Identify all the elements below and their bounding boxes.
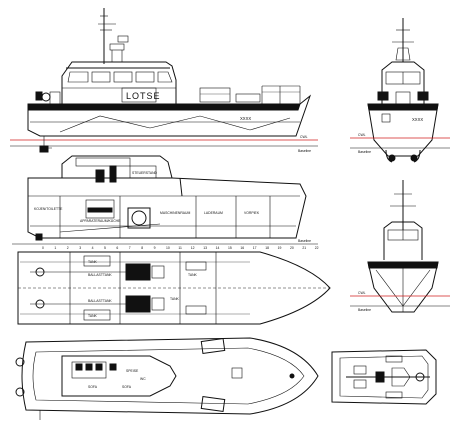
frame-number: 15 — [228, 246, 232, 250]
profile-baseline-label: Baseline — [298, 239, 311, 243]
frame-number: 2 — [67, 246, 69, 250]
tank-label-3: TANK — [188, 273, 198, 277]
compartment-label-5: LADERAUM — [204, 211, 223, 215]
side-bow-marking: XXXX — [240, 116, 251, 121]
frame-number: 20 — [290, 246, 294, 250]
front-lower-waterline-label: CWL — [358, 291, 366, 295]
frame-number: 18 — [265, 246, 269, 250]
frame-number: 22 — [315, 246, 319, 250]
front-view-lower: CWL Baseline — [350, 180, 450, 313]
front-view-upper: XXXX CWL Baseline — [350, 18, 450, 163]
wheelhouse-roof-plan — [331, 349, 437, 405]
frame-number: 19 — [278, 246, 282, 250]
deck-label-3: SOFA — [122, 385, 132, 389]
side-elevation: LOTSE XXXX CWL Baseline — [10, 8, 318, 153]
frame-number: 7 — [129, 246, 131, 250]
compartment-label-4: MASCHINENRAUM — [160, 211, 191, 215]
tank-label-5: TANK — [170, 297, 180, 301]
deck-label-1: SPEISE — [126, 369, 139, 373]
front-lower-baseline-label: Baseline — [358, 308, 371, 312]
frame-number: 16 — [240, 246, 244, 250]
front-bow-marking: XXXX — [412, 117, 423, 122]
deck-plan: SPEISE SOFA SOFA WC — [15, 337, 319, 420]
compartment-label-2: STEUERSTAND — [132, 171, 158, 175]
front-baseline-label: Baseline — [358, 150, 371, 154]
compartment-label-3: APPARATERAUM/KÜCHE — [80, 219, 121, 223]
frame-number: 9 — [154, 246, 156, 250]
frame-number: 6 — [116, 246, 118, 250]
frame-number: 21 — [302, 246, 306, 250]
frame-number: 17 — [253, 246, 257, 250]
frame-number: 5 — [104, 246, 106, 250]
frame-number: 13 — [203, 246, 207, 250]
tank-label-2: BALLASTTANK — [88, 273, 112, 277]
longitudinal-section: STEUERSTAND KOJEN/TOILETTE APPARATERAUM/… — [12, 155, 319, 250]
frame-number: 12 — [191, 246, 195, 250]
compartment-label-1: KOJEN/TOILETTE — [34, 207, 63, 211]
frame-number: 0 — [42, 246, 44, 250]
frame-number: 10 — [166, 246, 170, 250]
compartment-label-6: VORPIEK — [244, 211, 260, 215]
tank-plan-view: TANK BALLASTTANK TANK BALLASTTANK TANK T… — [17, 251, 331, 325]
frame-number: 14 — [216, 246, 220, 250]
frame-number: 8 — [141, 246, 143, 250]
front-waterline-label: CWL — [358, 133, 366, 137]
tank-label-1: TANK — [88, 260, 98, 264]
side-baseline-label: Baseline — [298, 149, 311, 153]
frame-number: 11 — [178, 246, 182, 250]
tank-label-6: TANK — [88, 314, 98, 318]
deck-label-2: SOFA — [88, 385, 98, 389]
deck-label-4: WC — [140, 377, 146, 381]
frame-number: 3 — [79, 246, 81, 250]
frame-number: 1 — [54, 246, 56, 250]
side-hull-label: LOTSE — [126, 91, 161, 101]
tank-label-4: BALLASTTANK — [88, 299, 112, 303]
frame-number: 4 — [92, 246, 94, 250]
side-waterline-label: CWL — [300, 135, 308, 139]
